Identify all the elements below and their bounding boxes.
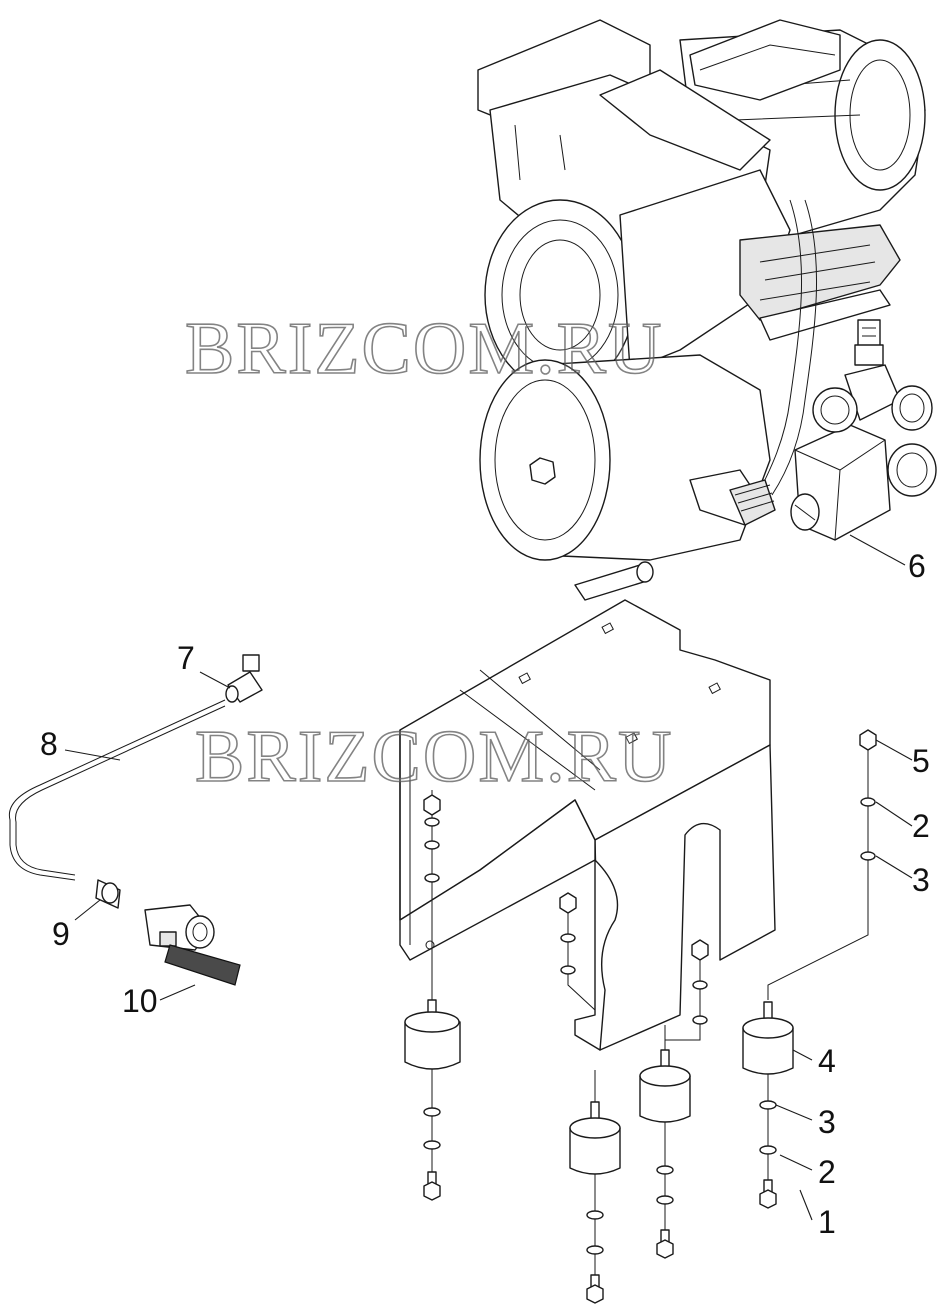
callout-10: 10: [122, 983, 158, 1019]
callout-3-upper: 3: [912, 862, 930, 898]
watermark-top: BRIZCOM.RU: [184, 308, 664, 390]
left-mount-stack: [404, 790, 461, 1201]
callout-4: 4: [818, 1043, 836, 1079]
callout-5: 5: [912, 743, 930, 779]
callout-2-lower: 2: [818, 1154, 836, 1190]
callout-6: 6: [908, 548, 926, 584]
right-mount-stack: [742, 729, 877, 1209]
callout-3-lower: 3: [818, 1104, 836, 1140]
callout-2-upper: 2: [912, 808, 930, 844]
motor-compressor-assembly: [477, 19, 937, 601]
center-mount-stack-a: [559, 892, 621, 1304]
callout-9: 9: [52, 916, 70, 952]
watermark-middle: BRIZCOM.RU: [194, 716, 674, 798]
drain-line-assembly: [8, 654, 263, 986]
callout-7: 7: [177, 640, 195, 676]
pressure-switch: [790, 319, 937, 541]
mounting-bracket: [399, 599, 776, 1051]
center-mount-stack-b: [639, 939, 709, 1259]
callout-8: 8: [40, 726, 58, 762]
leader-lines: [64, 534, 913, 1221]
callout-1: 1: [818, 1204, 836, 1240]
